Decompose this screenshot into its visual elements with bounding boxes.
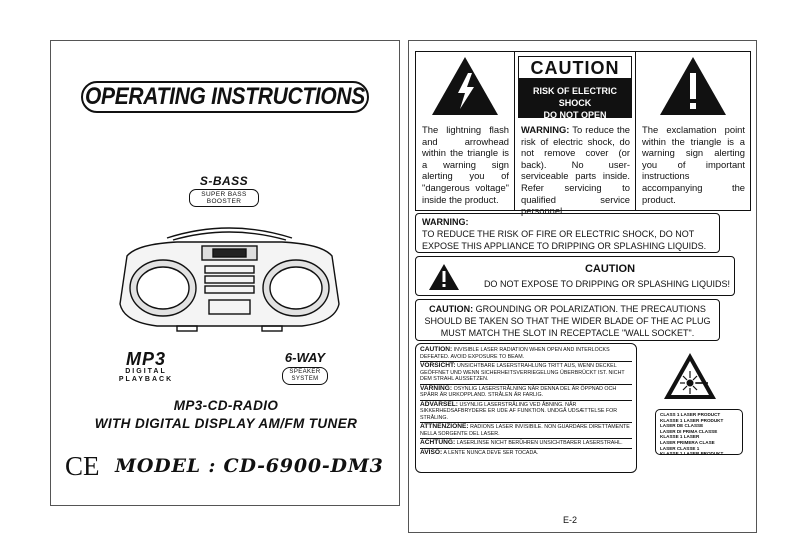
mp3-digital: DIGITAL: [125, 368, 167, 375]
warning-text: WARNING: To reduce the risk of electric …: [521, 124, 630, 217]
page-title: OPERATING INSTRUCTIONS: [84, 83, 366, 110]
laser-row-text: A LENTE NUNCA DEVE SER TOCADA.: [442, 449, 539, 456]
sixway-pill-line1: SPEAKER: [289, 369, 321, 375]
laser-row-label: AVISO:: [420, 448, 443, 456]
laser-class-line: KLASSE 1 LASER PRODUKT: [660, 451, 724, 457]
fire-warning-label: WARNING:: [422, 217, 469, 227]
sixway-logo: 6-WAY SPEAKER SYSTEM: [275, 351, 335, 385]
model-number: MODEL : CD-6900-DM3: [115, 455, 384, 477]
mp3-logo: MP3 DIGITAL PLAYBACK: [111, 349, 181, 384]
grounding-text: GROUNDING OR POLARIZATION. THE PRECAUTIO…: [424, 304, 711, 338]
lightning-column: The lightning flash and arrowhead within…: [416, 52, 515, 210]
sbass-pill: SUPER BASS BOOSTER: [189, 189, 259, 207]
laser-row-text: RADIONS LASER INVISIBILE. NON GUARDARE D…: [420, 424, 630, 437]
shock-notice: RISK OF ELECTRIC SHOCK DO NOT OPEN: [519, 79, 631, 120]
laser-row-text: OSYNLIG LASERSTRÅLNING NÄR DENNA DEL ÄR …: [420, 385, 617, 399]
boombox-illustration: [119, 227, 340, 332]
laser-row: ACHTUNG: LASERLINSE NICHT BERÜHREN UNSIC…: [420, 439, 632, 449]
safety-page: The lightning flash and arrowhead within…: [408, 40, 757, 533]
sixway-title: 6-WAY: [284, 350, 326, 365]
product-title-line2: WITH DIGITAL DISPLAY AM/FM TUNER: [94, 416, 358, 431]
caution-header: CAUTION RISK OF ELECTRIC SHOCK DO NOT OP…: [518, 56, 632, 120]
laser-row-label: VARNING:: [420, 384, 453, 392]
sbass-title: S-BASS: [199, 174, 249, 188]
page-number: E-2: [563, 515, 578, 525]
laser-row: CAUTION: INVISIBLE LASER RADIATION WHEN …: [420, 346, 632, 362]
caution-column: CAUTION RISK OF ELECTRIC SHOCK DO NOT OP…: [515, 52, 636, 216]
title-box: OPERATING INSTRUCTIONS: [81, 81, 369, 113]
exclamation-small-icon: [429, 264, 459, 290]
laser-row-label: ATTNENZIONE:: [420, 423, 469, 430]
laser-row-label: ACHTUNG:: [420, 439, 456, 446]
warning-body: To reduce the risk of electric shock, do…: [521, 124, 630, 217]
sixway-pill: SPEAKER SYSTEM: [282, 367, 328, 385]
liquid-caution-box: CAUTION DO NOT EXPOSE TO DRIPPING OR SPL…: [415, 256, 735, 296]
laser-row-label: VORSICHT:: [420, 362, 456, 369]
exclamation-warning-icon: [660, 57, 726, 115]
sbass-pill-line1: SUPER BASS: [201, 191, 247, 198]
sbass-pill-line2: BOOSTER: [206, 198, 242, 205]
laser-class-box: CLASS 1 LASER PRODUCT KLASSE 1 LASER PRO…: [655, 409, 743, 457]
sixway-pill-line2: SYSTEM: [291, 376, 319, 382]
liquid-caution-text: DO NOT EXPOSE TO DRIPPING OR SPLASHING L…: [483, 279, 730, 289]
shock-notice-line2: DO NOT OPEN: [543, 110, 607, 120]
laser-class-line: KLASSE 1 LASER PRODUKT: [660, 417, 724, 423]
laser-class-line: LASER CLASSE 1: [660, 445, 700, 451]
laser-class-line: LASER DI PRIMA CLASSE: [660, 428, 718, 434]
grounding-label: CAUTION:: [429, 304, 474, 314]
lightning-text: The lightning flash and arrowhead within…: [422, 124, 509, 205]
liquid-caution-label: CAUTION: [584, 263, 636, 275]
laser-row: VARNING: OSYNLIG LASERSTRÅLNING NÄR DENN…: [420, 385, 632, 401]
mp3-title: MP3: [125, 349, 166, 369]
sbass-logo: S-BASS SUPER BASS BOOSTER: [189, 174, 259, 207]
shock-notice-line1: RISK OF ELECTRIC SHOCK: [532, 86, 617, 108]
caution-table: The lightning flash and arrowhead within…: [415, 51, 751, 216]
exclamation-column: The exclamation point within the triangl…: [636, 52, 750, 210]
laser-class-line: CLASS 1 LASER PRODUCT: [660, 412, 721, 417]
laser-row-label: ADVARSEL:: [420, 400, 458, 408]
laser-row: ADVARSEL: USYNLIG LASERSTRÅLING VED ÅBNI…: [420, 400, 632, 423]
mp3-playback: PLAYBACK: [118, 376, 174, 383]
warning-label: WARNING:: [521, 124, 570, 135]
laser-row: VORSICHT: UNSICHTBARE LASERSTRAHLUNG TRI…: [420, 362, 632, 385]
laser-row: ATTNENZIONE: RADIONS LASER INVISIBILE. N…: [420, 423, 632, 439]
caution-word: CAUTION: [519, 57, 631, 79]
laser-hazard-icon: [664, 353, 716, 399]
laser-row-label: CAUTION:: [420, 346, 453, 353]
laser-row-text: INVISIBLE LASER RADIATION WHEN OPEN AND …: [420, 347, 610, 360]
fire-warning-text: TO REDUCE THE RISK OF FIRE OR ELECTRIC S…: [422, 229, 707, 251]
laser-class-line: LASER DE CLASSE: [660, 423, 704, 429]
laser-row: AVISO: A LENTE NUNCA DEVE SER TOCADA.: [420, 449, 632, 458]
fire-warning-box: WARNING: TO REDUCE THE RISK OF FIRE OR E…: [415, 213, 720, 253]
cover-page: OPERATING INSTRUCTIONS S-BASS SUPER BASS…: [50, 40, 400, 506]
laser-class-line: LASER PRIMERA CLASE: [660, 439, 715, 445]
lightning-warning-icon: [432, 57, 498, 115]
laser-class-line: KLASSE 1 LASER: [660, 434, 700, 440]
ce-mark: CE: [65, 451, 100, 481]
exclamation-text: The exclamation point within the triangl…: [642, 124, 745, 205]
laser-warning-box: CAUTION: INVISIBLE LASER RADIATION WHEN …: [415, 343, 637, 473]
laser-row-text: LASERLINSE NICHT BERÜHREN UNSICHTBARER L…: [455, 440, 623, 446]
laser-row-text: USYNLIG LASERSTRÅLING VED ÅBNING. NÅR SI…: [420, 401, 618, 421]
product-title-line1: MP3-CD-RADIO: [173, 398, 279, 413]
grounding-caution-box: CAUTION: GROUNDING OR POLARIZATION. THE …: [415, 299, 720, 341]
laser-row-text: UNSICHTBARE LASERSTRAHLUNG TRITT AUS, WE…: [420, 363, 625, 382]
